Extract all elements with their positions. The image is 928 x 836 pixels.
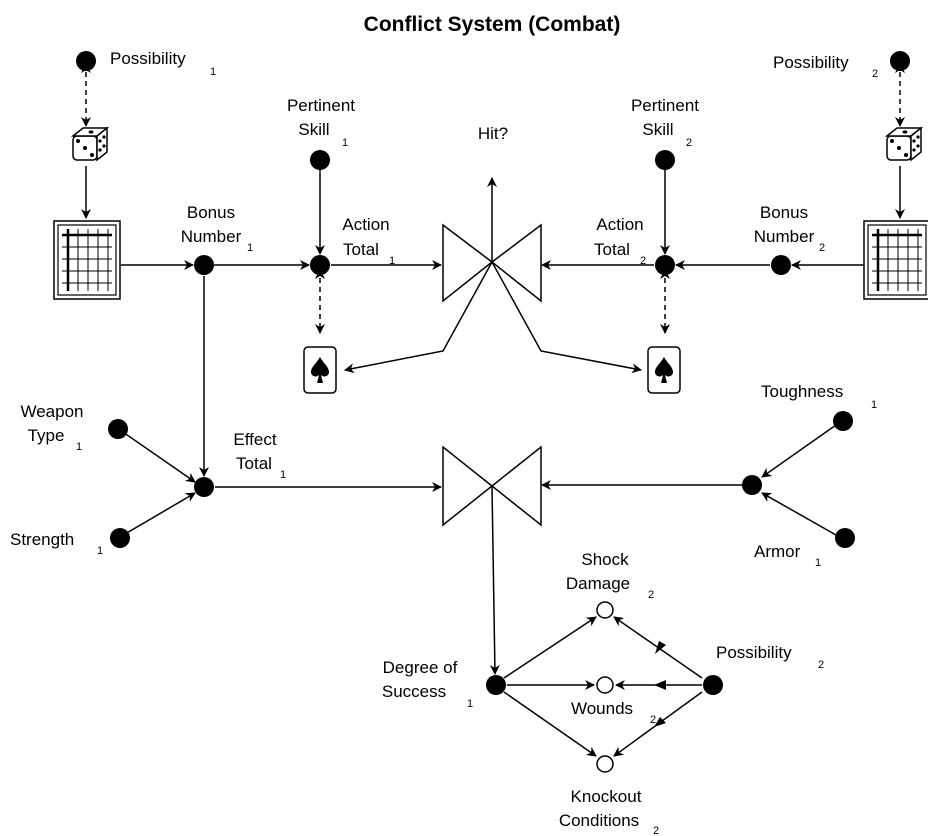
- node-pertinent-skill-1: [310, 150, 330, 170]
- label-hit: Hit?: [478, 124, 508, 143]
- label-weapon-type-1-line1: Weapon: [20, 402, 83, 421]
- bowtie-comparator-icon: [442, 445, 494, 527]
- edge-comparator-card2: [491, 261, 642, 374]
- node-strength-1: [110, 528, 130, 548]
- edge-toughness1-merge: [761, 424, 837, 478]
- chart-table-icon: [52, 219, 122, 301]
- label-weapon-type-1-sub: 1: [76, 441, 82, 453]
- label-weapon-type-1-line2: Type: [28, 426, 65, 445]
- label-possibility-2-bottom-sub: 2: [818, 659, 824, 671]
- label-degree-of-success-1-line1: Degree of: [383, 658, 458, 677]
- label-action-total-2-line1: Action: [596, 215, 643, 234]
- label-action-total-1-sub: 1: [389, 255, 395, 267]
- label-possibility-2-top-sub: 2: [872, 68, 878, 80]
- label-possibility-1-sub: 1: [210, 66, 216, 78]
- label-toughness-1: Toughness: [761, 382, 843, 401]
- label-pertinent-skill-2-sub: 2: [686, 137, 692, 149]
- label-bonus-number-2-sub: 2: [819, 242, 825, 254]
- label-pertinent-skill-1-sub: 1: [342, 137, 348, 149]
- label-bonus-number-1-line2: Number: [181, 227, 242, 246]
- spade-card-icon: [303, 346, 337, 394]
- bowtie-comparator-icon: [490, 223, 542, 303]
- label-shock-damage-2-line2: Damage: [566, 574, 630, 593]
- label-action-total-2-sub: 2: [640, 255, 646, 267]
- label-wounds-2: Wounds: [571, 699, 633, 718]
- edge-comparator-degree: [489, 486, 500, 675]
- die-icon: [886, 127, 922, 161]
- label-bonus-number-2-line1: Bonus: [760, 203, 808, 222]
- node-toughness-1: [833, 411, 853, 431]
- node-action-total-2: [655, 255, 675, 275]
- node-merge-toughness-armor: [742, 475, 762, 495]
- edge-comparator-card1: [344, 261, 493, 374]
- label-knockout-conditions-2-sub: 2: [653, 825, 659, 836]
- label-possibility-2-top: Possibility: [773, 53, 849, 72]
- spade-card-icon: [647, 346, 681, 394]
- label-possibility-2-bottom: Possibility: [716, 643, 792, 662]
- node-knockout-conditions-2: [596, 755, 614, 773]
- edge-degree-knockout: [503, 691, 597, 757]
- label-effect-total-1-line2: Total: [236, 454, 272, 473]
- label-action-total-1-line2: Total: [343, 240, 379, 259]
- label-knockout-conditions-2-line2: Conditions: [559, 811, 639, 830]
- label-shock-damage-2-sub: 2: [648, 589, 654, 601]
- edge-degree-shock: [503, 616, 597, 679]
- label-degree-of-success-1-line2: Success: [382, 682, 446, 701]
- edge-armor1-merge: [761, 492, 837, 536]
- arrowhead-mid-knockout: [654, 717, 666, 727]
- node-weapon-type-1: [108, 419, 128, 439]
- label-wounds-2-sub: 2: [650, 714, 656, 726]
- label-action-total-1-line1: Action: [342, 215, 389, 234]
- label-action-total-2-line2: Total: [594, 240, 630, 259]
- edge-strength1-effect1: [119, 492, 196, 538]
- bowtie-comparator-icon: [490, 445, 542, 527]
- label-degree-of-success-1-sub: 1: [467, 698, 473, 710]
- label-pertinent-skill-1-line1: Pertinent: [287, 96, 355, 115]
- die-icon: [72, 127, 108, 161]
- bowtie-comparator-icon: [442, 223, 494, 303]
- label-armor-1-sub: 1: [815, 557, 821, 569]
- chart-table-icon: [862, 219, 928, 301]
- label-effect-total-1-sub: 1: [280, 469, 286, 481]
- label-pertinent-skill-1-line2: Skill: [298, 120, 329, 139]
- node-action-total-1: [310, 255, 330, 275]
- label-effect-total-1-line1: Effect: [233, 430, 276, 449]
- label-possibility-1: Possibility: [110, 49, 186, 68]
- node-effect-total-1: [194, 477, 214, 497]
- node-armor-1: [835, 528, 855, 548]
- node-bonus-number-2: [771, 255, 791, 275]
- node-possibility-2-top: [890, 51, 910, 71]
- label-toughness-1-sub: 1: [871, 399, 877, 411]
- node-pertinent-skill-2: [655, 150, 675, 170]
- node-possibility-2-bottom: [703, 675, 723, 695]
- label-bonus-number-1-sub: 1: [247, 242, 253, 254]
- diagram-title: Conflict System (Combat): [364, 13, 621, 36]
- arrowhead-mid-shock: [655, 641, 666, 654]
- label-bonus-number-2-line2: Number: [754, 227, 815, 246]
- node-degree-of-success-1: [486, 675, 506, 695]
- label-knockout-conditions-2-line1: Knockout: [571, 787, 642, 806]
- label-armor-1: Armor: [754, 542, 801, 561]
- node-possibility-1: [76, 51, 96, 71]
- node-bonus-number-1: [194, 255, 214, 275]
- label-pertinent-skill-2-line1: Pertinent: [631, 96, 699, 115]
- label-shock-damage-2-line1: Shock: [581, 550, 629, 569]
- label-bonus-number-1-line1: Bonus: [187, 203, 235, 222]
- edge-weapon1-effect1: [119, 429, 196, 483]
- arrowhead-mid-wounds: [654, 680, 666, 690]
- label-pertinent-skill-2-line2: Skill: [642, 120, 673, 139]
- label-strength-1-sub: 1: [97, 545, 103, 557]
- node-shock-damage-2: [596, 601, 614, 619]
- node-wounds-2: [596, 676, 614, 694]
- label-strength-1: Strength: [10, 530, 74, 549]
